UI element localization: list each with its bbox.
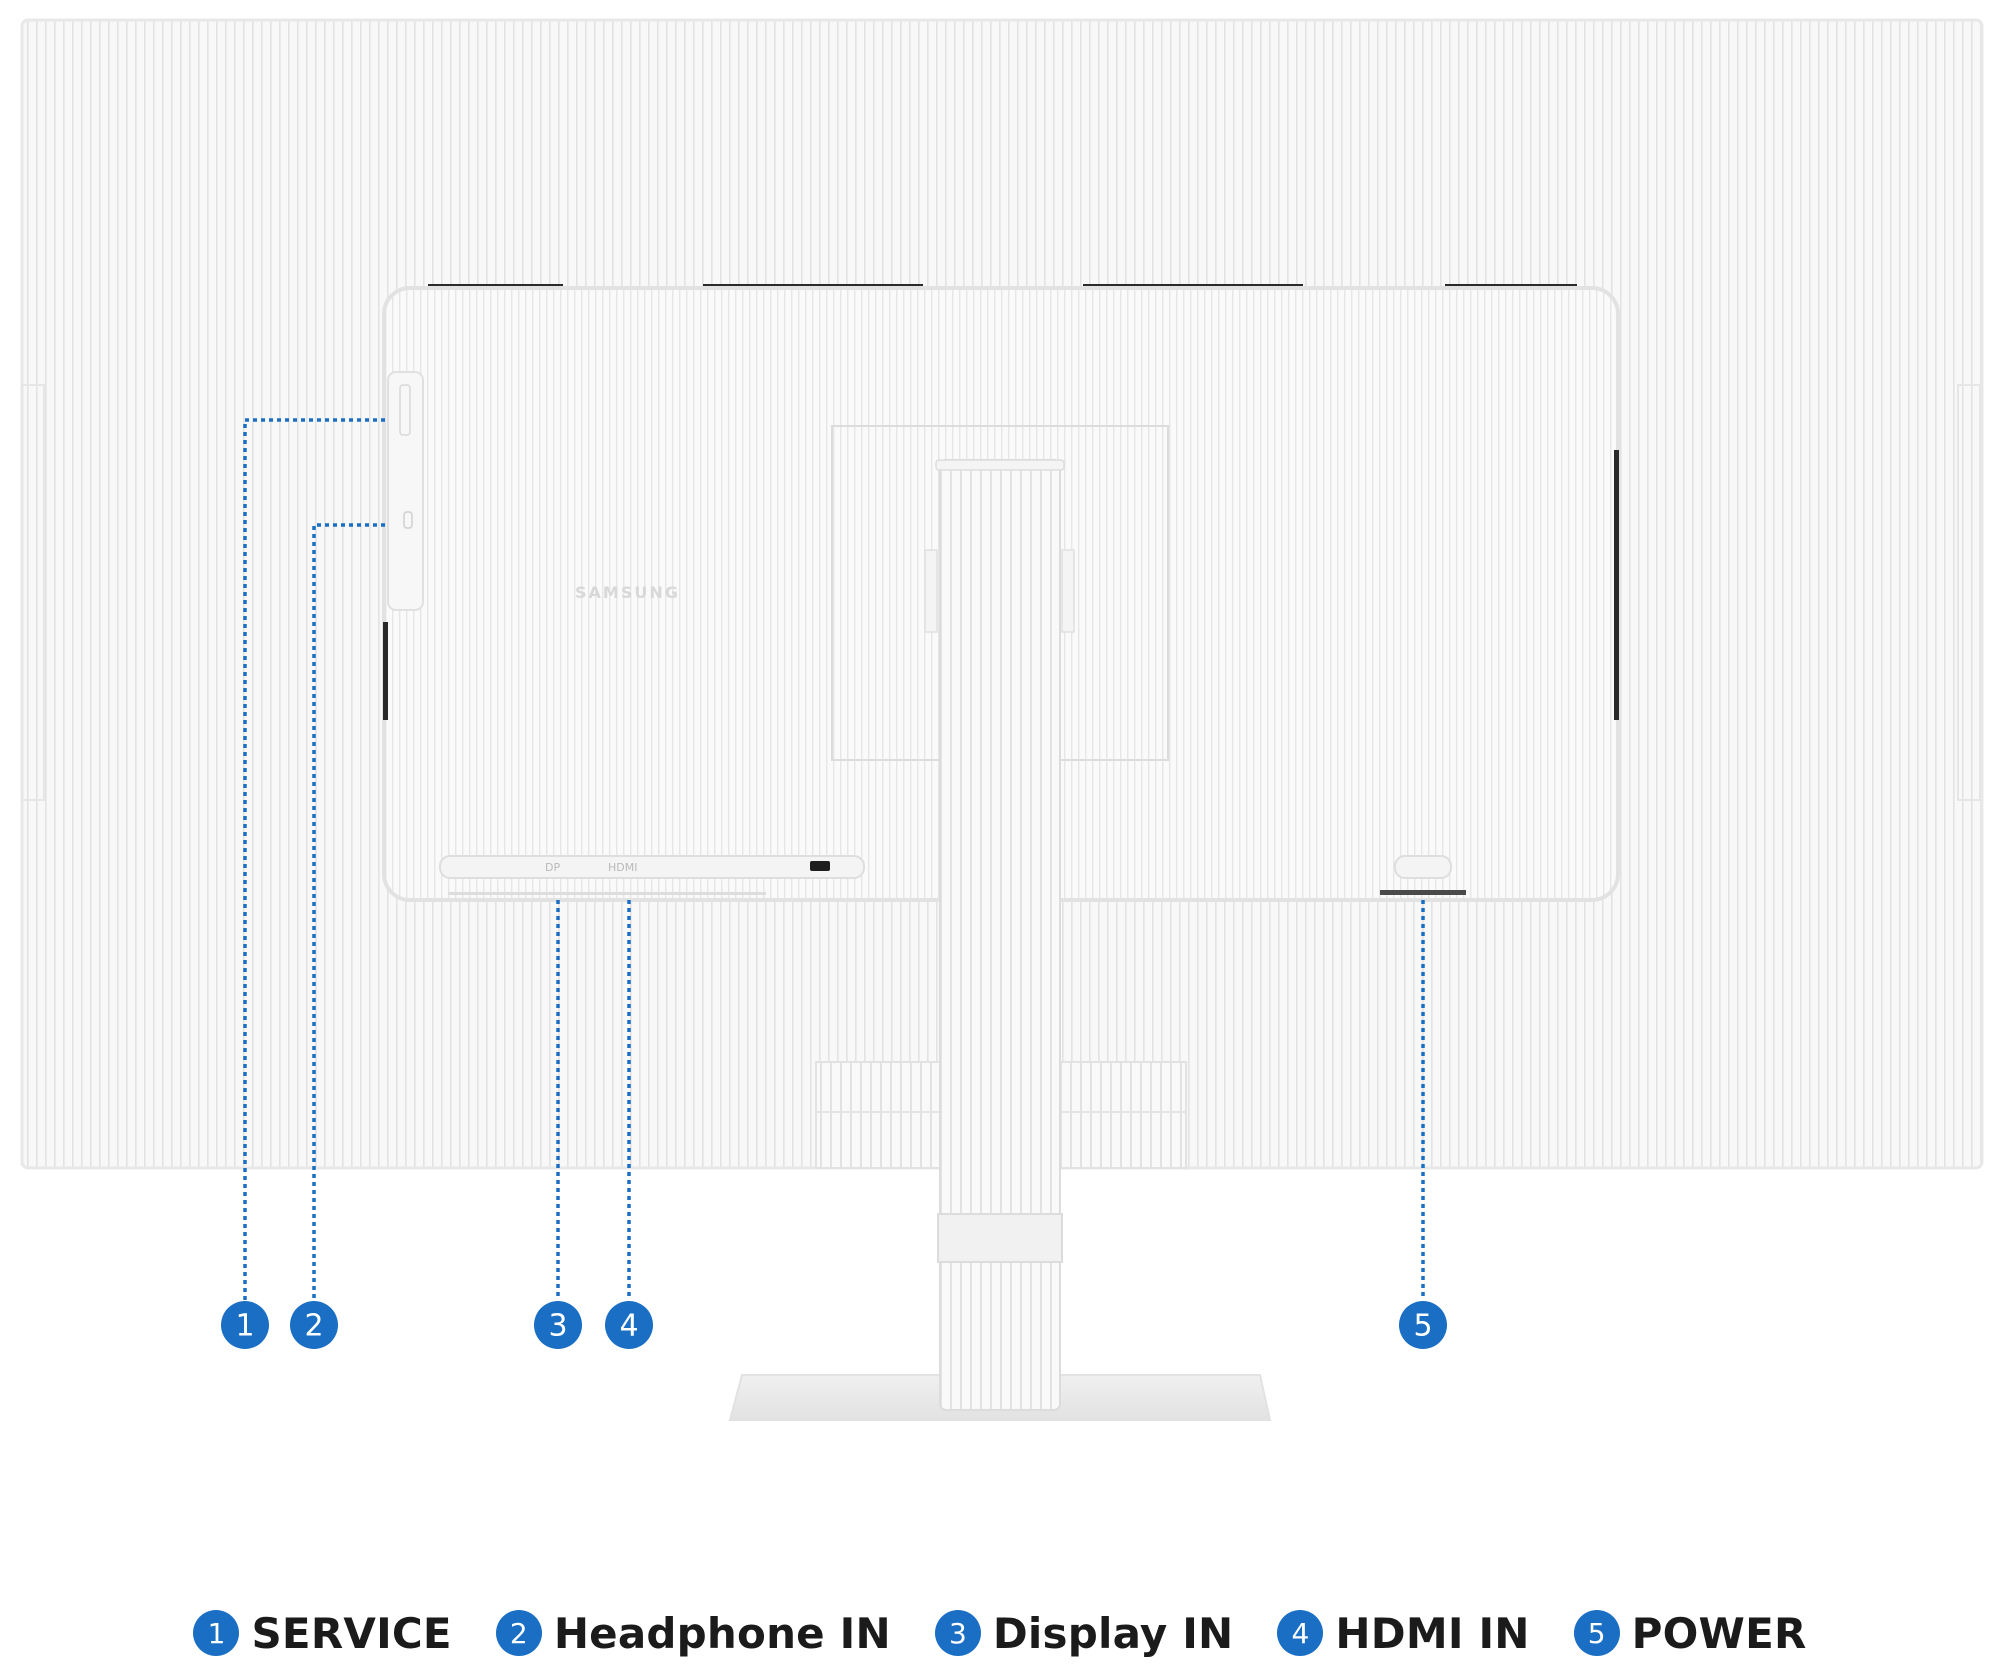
power-button-housing [1394,855,1452,879]
leader-lines [243,418,1425,1300]
stand-cable-clip [937,1213,1063,1263]
callout-circle [605,1301,653,1349]
legend-label: Headphone IN [553,1608,891,1658]
callout-marker-1: 1 [221,1301,269,1349]
kensington-slot [810,861,830,871]
legend-badge: 3 [934,1610,981,1656]
callout-marker-5: 5 [1399,1301,1447,1349]
brand-logo: SAMSUNG [575,583,680,602]
callout-circle [221,1301,269,1349]
callout-number: 4 [619,1309,638,1344]
legend-label: Display IN [992,1608,1234,1658]
bottom-port-bar [439,855,865,879]
side-port-strip [387,371,424,611]
legend-label: HDMI IN [1335,1608,1530,1658]
callout-markers: 1 2 3 4 5 [221,1301,1447,1349]
callout-circle [290,1301,338,1349]
callout-marker-4: 4 [605,1301,653,1349]
callout-number: 5 [1413,1309,1432,1344]
legend-label: POWER [1631,1608,1807,1658]
callout-circle [534,1301,582,1349]
legend-badge: 2 [495,1610,542,1656]
dp-port-mark: DP [545,861,560,874]
callout-number: 1 [235,1309,254,1344]
callout-circle [1399,1301,1447,1349]
callout-number: 3 [548,1309,567,1344]
legend-badge: 5 [1573,1610,1620,1656]
legend-badge: 1 [193,1610,240,1656]
hdmi-port-mark: HDMI [608,861,637,874]
legend-badge: 4 [1277,1610,1324,1656]
stand-column [939,459,1061,1411]
side-vents [383,450,1619,720]
callout-marker-3: 3 [534,1301,582,1349]
legend-label: SERVICE [251,1608,452,1658]
callout-number: 2 [304,1309,323,1344]
callout-marker-2: 2 [290,1301,338,1349]
